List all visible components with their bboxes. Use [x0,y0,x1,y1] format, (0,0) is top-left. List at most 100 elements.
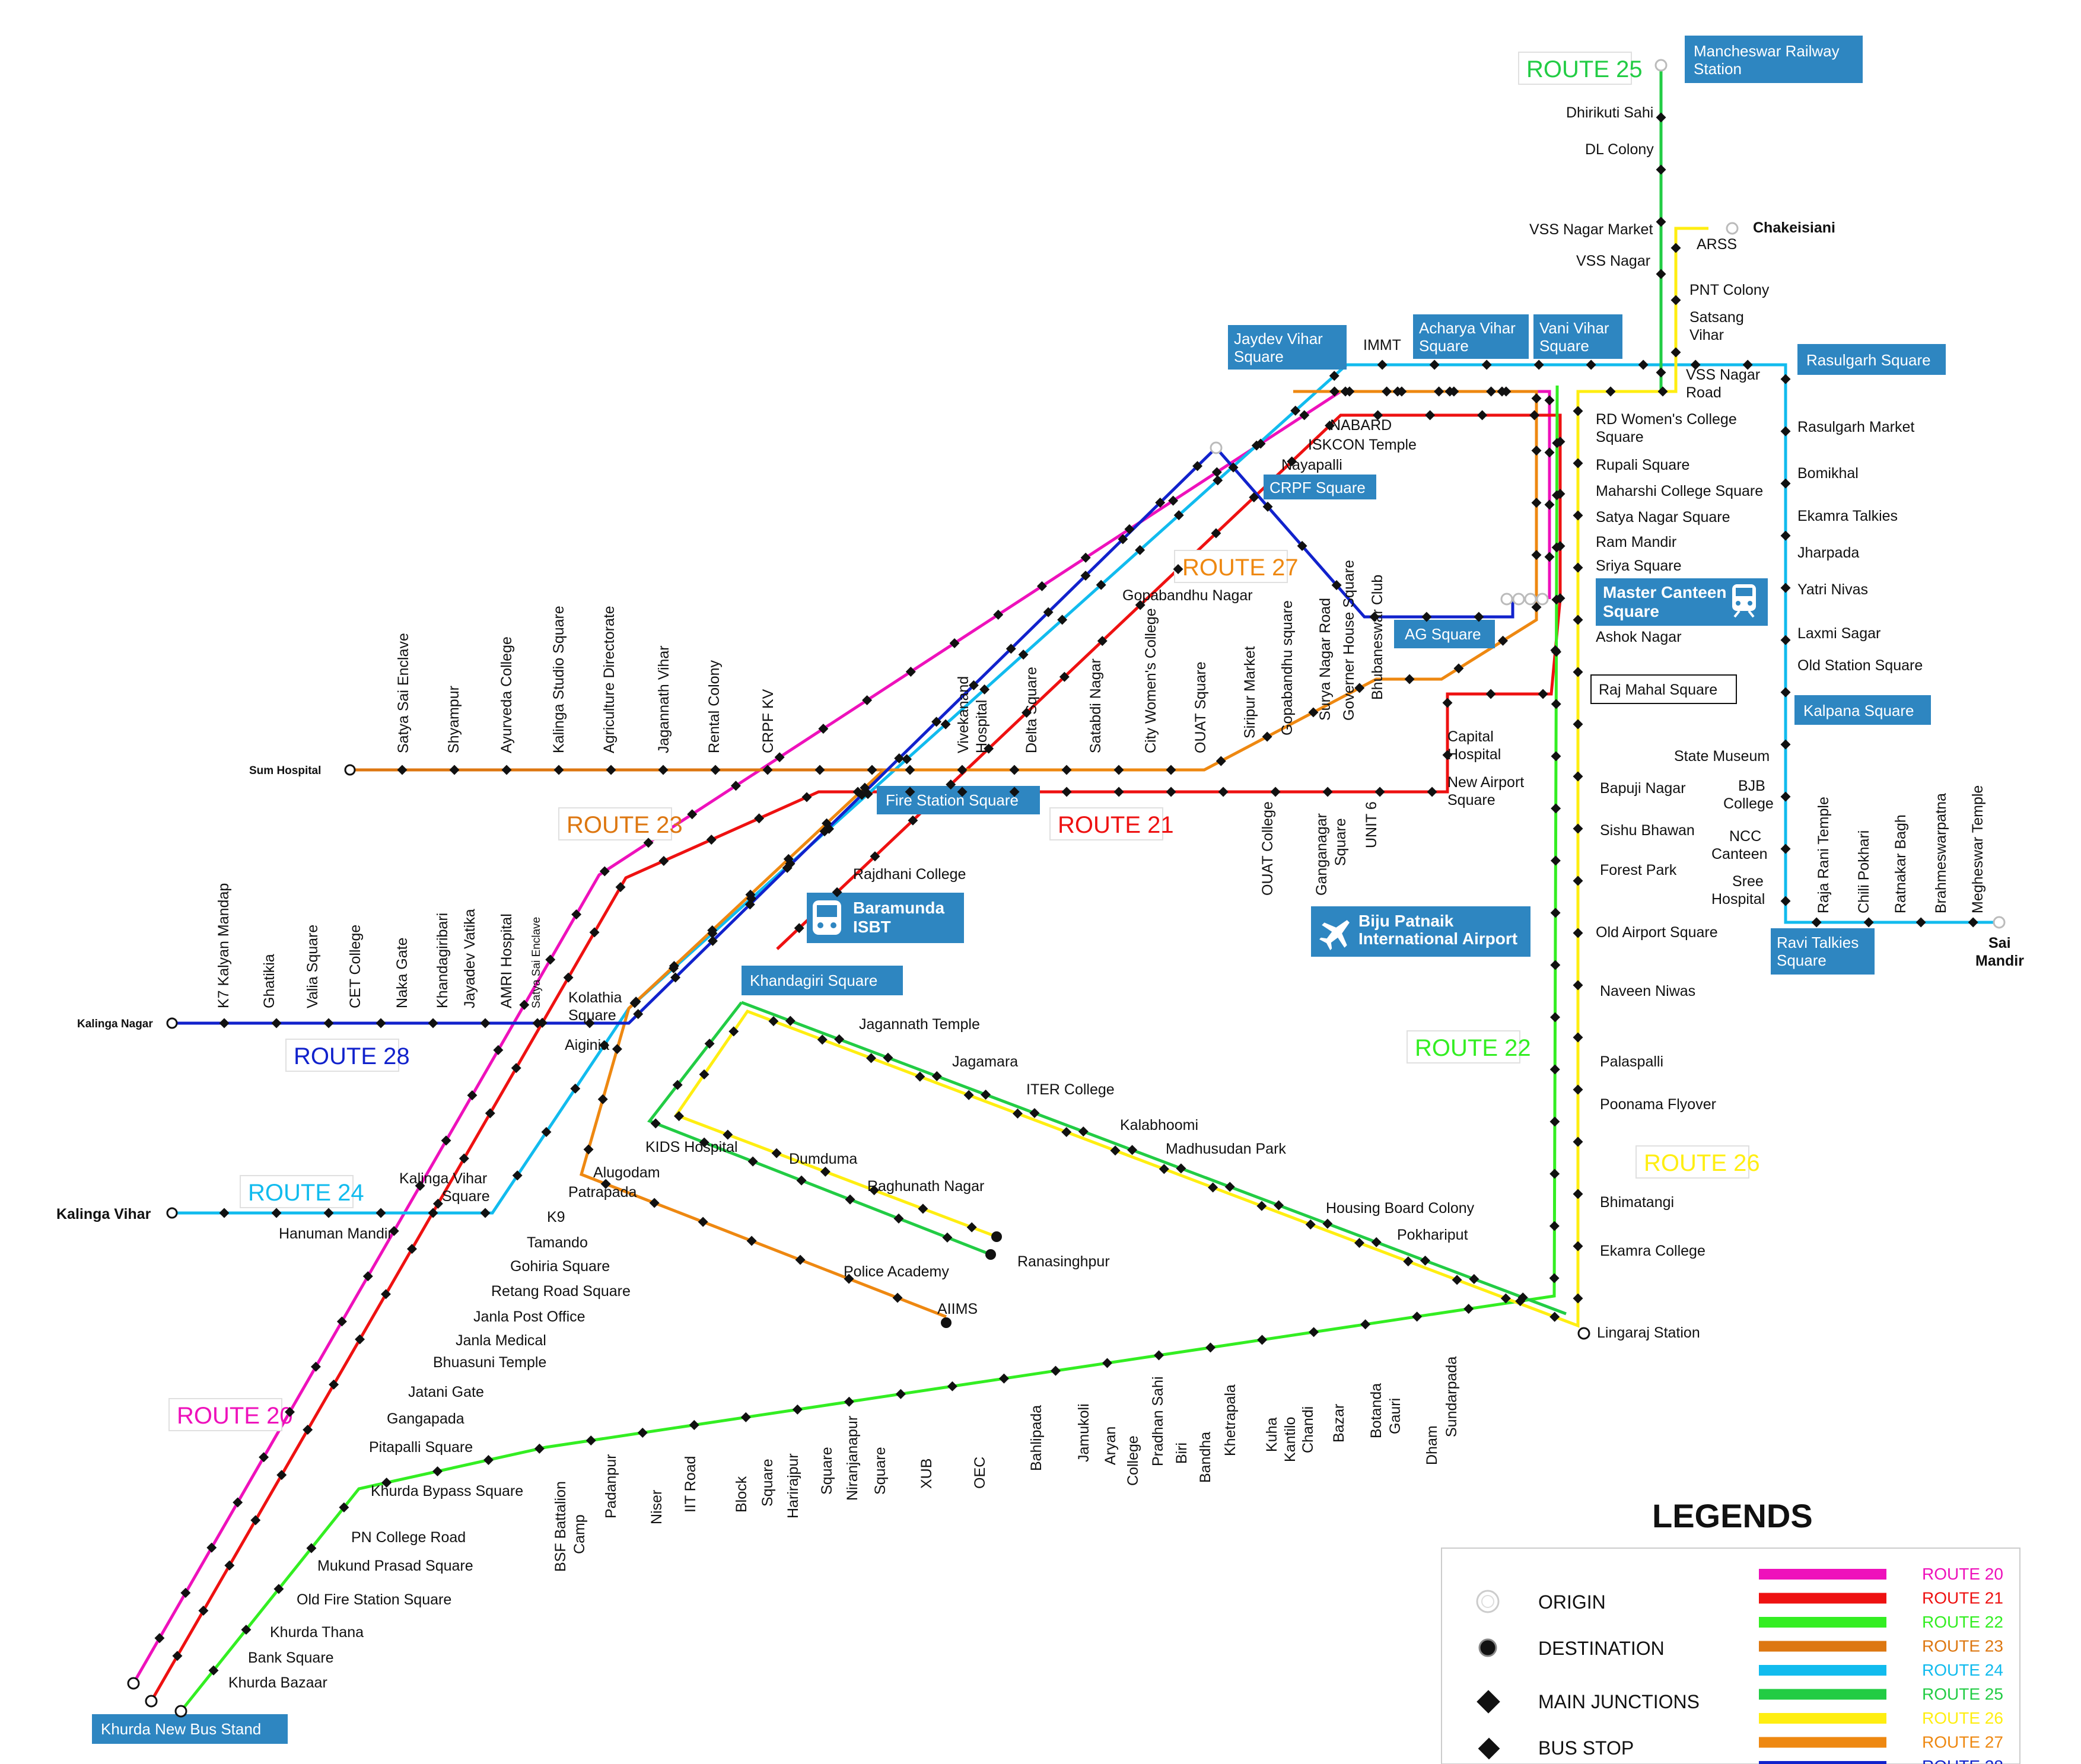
legend-route-name: ROUTE 28 [1922,1757,2003,1764]
bus-stop-marker [905,787,915,797]
bus-stop-marker [860,782,870,793]
vertical-station-label: Governer House Square [1341,560,1357,721]
bus-stop-marker [1218,787,1229,797]
legend-origin-label: ORIGIN [1538,1591,1606,1613]
legend-title: LEGENDS [1652,1497,1813,1534]
baramunda-box-line2: ISBT [853,918,891,936]
bus-stop-marker [1404,674,1415,684]
label-raghunath: Raghunath Nagar [867,1178,984,1195]
bus-stop-marker [1656,269,1666,279]
airport-box-line1: Biju Patnaik [1358,912,1454,930]
route-23-title: ROUTE 23 [567,812,683,838]
bus-stop-marker [1205,1342,1216,1353]
label-rupali: Rupali Square [1596,457,1689,473]
bus-stop-marker [796,1175,807,1186]
bus-stop-marker [1533,359,1544,370]
ravi-talkies-box-line1: Ravi Talkies [1777,934,1859,951]
vertical-station-label: OUAT Square [1192,661,1209,753]
label-alugodam: Alugodam [593,1164,660,1181]
bus-stop-marker [1270,787,1281,797]
bus-stop-marker [1427,787,1437,797]
route-27-line [579,390,1538,1319]
vertical-station-label: Dham [1424,1425,1440,1465]
acharya-box-line1: Acharya Vihar [1419,319,1516,337]
bus-stop-marker [1373,410,1383,421]
bus-stop-marker [862,695,873,706]
label-bank-square: Bank Square [248,1650,334,1666]
baramunda-box-line1: Baramunda [853,899,944,917]
bus-stop-marker [650,1118,661,1129]
bus-stop-marker [1549,1064,1560,1075]
bus-stop-marker [1573,1189,1583,1199]
label-new-airport-1: New Airport [1447,774,1524,791]
bus-stop-marker [723,1129,733,1140]
label-jagamara: Jagamara [952,1053,1018,1070]
bus-stop-marker [949,638,960,648]
bus-stop-marker [883,1052,893,1063]
label-bapuji: Bapuji Nagar [1600,780,1686,797]
bus-stop-marker [615,882,626,893]
route-28-title-bg [285,1039,399,1072]
bus-stop-marker [1166,787,1176,797]
label-k9: K9 [547,1209,565,1225]
bus-stop-marker [1403,1256,1414,1267]
label-ranasinghpur: Ranasinghpur [1017,1253,1110,1270]
bus-stop-marker [1420,1255,1431,1266]
bus-stop-marker [1656,216,1666,227]
vertical-station-label: College [1125,1435,1141,1486]
origin-marker [1993,916,2006,929]
bus-stop-marker [1124,524,1135,534]
label-satya-nagar: Satya Nagar Square [1596,509,1730,526]
bus-stop-marker [1256,1201,1267,1211]
label-jharpada: Jharpada [1797,545,1859,561]
bus-stop-marker [1544,499,1555,510]
bus-stop-marker [1573,980,1583,991]
vertical-station-label: Siripur Market [1242,646,1258,738]
vertical-station-label: CET College [347,925,364,1008]
bus-stop-marker [966,1222,977,1233]
bus-stop-marker [512,1170,523,1181]
route-titles: ROUTE 25 ROUTE 27 ROUTE 23 ROUTE 21 ROUT… [168,52,1760,1431]
terminal-markers [127,59,2006,1718]
vertical-station-label: Kalinga Studio Square [551,606,567,753]
label-kids: KIDS Hospital [645,1139,738,1155]
route-20-title-bg [168,1398,282,1431]
bus-stop-marker [1097,636,1108,647]
bus-stop-marker [1573,1293,1583,1304]
master-canteen-box-line2: Square [1603,602,1659,620]
bus-stop-marker [801,792,812,803]
jaydev-box-line1: Jaydev Vihar [1234,330,1323,348]
bus-stop-marker [519,999,530,1010]
bus-stop-marker [1442,750,1453,760]
khandagiri-box-label: Khandagiri Square [750,972,877,989]
bus-stop-marker [740,1412,751,1422]
label-new-airport-2: Square [1447,792,1495,808]
mancheswar-box [1685,36,1863,83]
destination-marker [145,1695,158,1708]
legend-bus-stop-label: BUS STOP [1538,1737,1634,1759]
bus-stop-marker [698,1217,708,1227]
bus-stop-marker [704,1039,715,1049]
bus-stop-marker [746,1236,757,1246]
label-rasulgarh-market: Rasulgarh Market [1797,419,1914,435]
label-lingaraj: Lingaraj Station [1597,1324,1700,1341]
bus-stop-marker [1573,719,1583,730]
legend-route-swatch [1759,1761,1886,1764]
bus-stop-marker [1605,386,1616,397]
bus-stop-marker [984,743,994,754]
bus-stop-marker [483,1454,494,1465]
ag-box [1394,620,1495,648]
bus-stop-marker [670,972,681,983]
ravi-talkies-box-line2: Square [1777,951,1827,969]
vertical-station-label: Valia Square [304,925,321,1008]
bus-stop-marker [998,1373,1009,1384]
vertical-station-label: Agriculture Directorate [601,606,618,753]
bus-stop-marker [792,1404,803,1415]
bus-stop-marker [1159,1164,1169,1174]
train-icon [1732,584,1756,618]
bus-stop-marker [643,838,654,848]
bus-stop-marker [785,1015,796,1026]
bus-stop-marker [1656,367,1666,378]
route-22-line [180,385,1559,1712]
label-sishu: Sishu Bhawan [1600,822,1695,839]
